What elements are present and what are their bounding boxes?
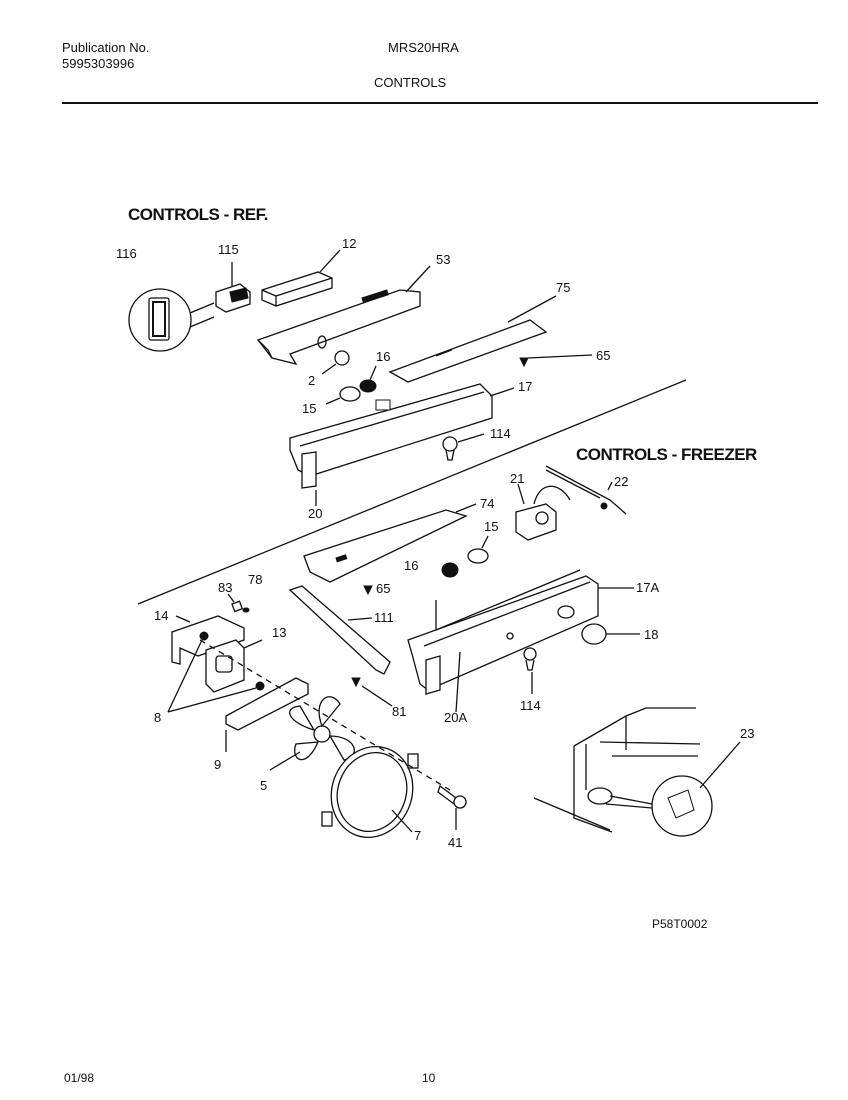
- part-114-push-pin-ref: [442, 433, 485, 461]
- callout-75: 75: [556, 280, 570, 295]
- callout-22: 22: [614, 474, 628, 489]
- part-12-control-knob: [261, 249, 341, 307]
- callout-23: 23: [740, 726, 754, 741]
- part-23-cabinet-detail: [533, 707, 741, 837]
- model-number: MRS20HRA: [388, 40, 459, 55]
- part-16-light-socket-ref: [359, 365, 377, 393]
- section-title-freezer: CONTROLS - FREEZER: [576, 445, 757, 464]
- callout-16-ref: 16: [376, 349, 390, 364]
- part-53-control-housing: [256, 265, 431, 366]
- part-18-control-knob-freezer: [581, 623, 640, 645]
- callout-116: 116: [116, 246, 137, 261]
- callout-81: 81: [392, 704, 406, 719]
- footer-date: 01/98: [64, 1071, 95, 1085]
- callout-17A: 17A: [636, 580, 659, 595]
- part-111-air-duct: [288, 585, 391, 675]
- callout-7: 7: [414, 828, 421, 843]
- callout-18: 18: [644, 627, 658, 642]
- page-section-title: CONTROLS: [374, 75, 447, 90]
- part-17A-light-housing-freezer: [407, 569, 634, 691]
- part-7-fan-shroud: [321, 746, 419, 838]
- part-78-clip: [242, 607, 250, 613]
- page-number: 10: [422, 1071, 436, 1085]
- part-14-fan-bracket: [171, 615, 245, 665]
- part-22-thermostat-capillary: [545, 465, 627, 515]
- part-17-light-housing: [289, 383, 515, 477]
- part-5-fan-blade: [269, 696, 355, 771]
- callout-74: 74: [480, 496, 494, 511]
- callout-16-freezer: 16: [404, 558, 418, 573]
- drawing-code: P58T0002: [652, 917, 708, 931]
- callout-21: 21: [510, 471, 524, 486]
- part-2-knob: [321, 350, 350, 375]
- callout-20A: 20A: [444, 710, 467, 725]
- callout-83: 83: [218, 580, 232, 595]
- callout-65-ref: 65: [596, 348, 610, 363]
- publication-label: Publication No.: [62, 40, 150, 55]
- part-83-clip: [227, 593, 244, 613]
- part-115-switch: [215, 262, 251, 313]
- callout-114-ref: 114: [490, 426, 511, 441]
- callout-15-freezer: 15: [484, 519, 498, 534]
- callout-9: 9: [214, 757, 221, 772]
- callout-20: 20: [308, 506, 322, 521]
- part-15-light-bulb-ref: [325, 386, 361, 405]
- part-16-light-socket-freezer: [441, 562, 459, 578]
- part-65-screw-freezer: [363, 585, 373, 596]
- header-rule: [62, 102, 818, 104]
- callout-15-ref: 15: [302, 401, 316, 416]
- callout-2: 2: [308, 373, 315, 388]
- part-81-screw: [351, 677, 393, 707]
- part-65-screw-ref: [519, 354, 593, 368]
- part-20-light-lens: [301, 451, 317, 506]
- callout-17: 17: [518, 379, 532, 394]
- part-15-light-bulb-freezer: [467, 535, 489, 564]
- part-41-screw: [199, 639, 467, 830]
- part-116-light-shield-inset: [128, 288, 215, 352]
- callout-111: 111: [374, 610, 394, 625]
- callout-8: 8: [154, 710, 161, 725]
- part-114-push-pin-freezer: [523, 647, 537, 694]
- callout-115: 115: [218, 242, 239, 257]
- callout-78: 78: [248, 572, 262, 587]
- callout-12: 12: [342, 236, 356, 251]
- callout-41: 41: [448, 835, 462, 850]
- part-9-fan-bracket: [225, 677, 309, 752]
- part-21-thermostat: [515, 483, 571, 541]
- publication-number: 5995303996: [62, 56, 135, 71]
- section-title-ref: CONTROLS - REF.: [128, 205, 268, 224]
- part-75-cover: [388, 295, 557, 383]
- part-8-grommet: [167, 631, 265, 713]
- part-13-fan-motor: [205, 639, 263, 693]
- callout-5: 5: [260, 778, 267, 793]
- callout-53: 53: [436, 252, 450, 267]
- callout-14: 14: [154, 608, 168, 623]
- section-divider-line: [137, 379, 687, 605]
- callout-65-freezer: 65: [376, 581, 390, 596]
- callout-13: 13: [272, 625, 286, 640]
- part-20A-light-lens-freezer: [425, 651, 461, 713]
- callout-114-freezer: 114: [520, 698, 541, 713]
- part-74-cover-freezer: [303, 503, 477, 583]
